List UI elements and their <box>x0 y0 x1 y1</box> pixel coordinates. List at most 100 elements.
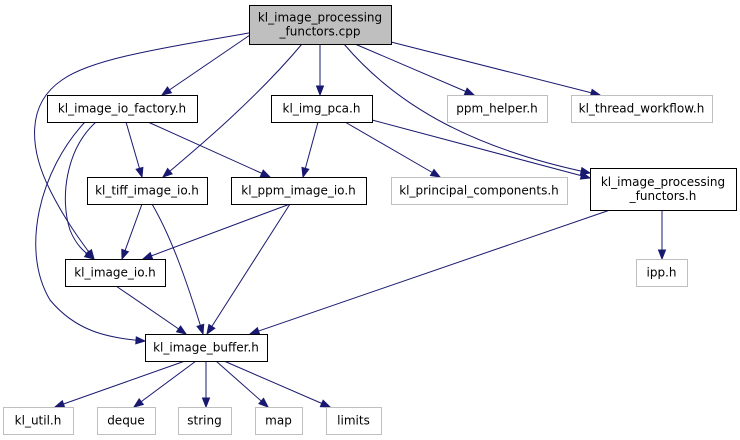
edge-io_factory-to-image_io <box>64 121 97 260</box>
node-string: string <box>178 407 232 435</box>
node-layer: kl_image_processing_functors.cppkl_image… <box>3 5 737 435</box>
node-box <box>271 95 373 123</box>
edge-image_io-to-buffer <box>115 285 187 335</box>
arrowhead-proc_h-to-ipp <box>657 249 667 261</box>
node-label: map <box>265 414 292 428</box>
arrowhead-root-to-io_factory <box>160 86 173 96</box>
node-label: deque <box>107 414 145 428</box>
edge-io_factory-to-buffer <box>35 121 146 342</box>
edge-io_factory-to-ppm_io <box>147 121 271 178</box>
edge-buffer-to-deque <box>133 360 197 408</box>
node-root[interactable]: kl_image_processing_functors.cpp <box>249 5 392 45</box>
arrowhead-img_pca-to-ppm_io <box>301 166 310 179</box>
node-box <box>97 407 156 435</box>
node-label: kl_principal_components.h <box>399 184 559 198</box>
node-deque: deque <box>97 407 156 435</box>
arrowhead-proc_h-to-buffer <box>248 326 261 335</box>
node-box <box>178 407 232 435</box>
node-box <box>590 168 737 211</box>
node-box <box>145 334 268 362</box>
arrowhead-img_pca-to-princ_comp <box>429 168 442 178</box>
node-box <box>47 95 198 123</box>
arrowhead-buffer-to-deque <box>132 397 145 408</box>
node-box <box>571 95 713 123</box>
arrowhead-image_io-to-buffer <box>175 325 188 335</box>
node-box <box>249 5 392 45</box>
edge-tiff_io-to-buffer <box>151 203 204 335</box>
node-box <box>326 407 382 435</box>
node-img_pca[interactable]: kl_img_pca.h <box>271 95 373 123</box>
node-box <box>447 95 548 123</box>
arrowhead-buffer-to-util <box>53 399 66 408</box>
node-ppm_helper: ppm_helper.h <box>447 95 548 123</box>
node-label: _functors.cpp <box>279 25 361 39</box>
node-label: kl_image_io_factory.h <box>58 102 186 116</box>
node-thread_wf: kl_thread_workflow.h <box>571 95 713 123</box>
node-label: kl_image_processing <box>258 11 382 25</box>
edge-img_pca-to-proc_h <box>371 119 591 179</box>
node-label: limits <box>337 414 370 428</box>
arrowhead-root-to-ppm_helper <box>463 87 476 96</box>
edge-layer <box>34 32 667 409</box>
node-box <box>255 407 303 435</box>
node-label: ppm_helper.h <box>456 102 538 116</box>
arrowhead-io_factory-to-tiff_io <box>135 166 144 179</box>
edge-buffer-to-util <box>54 360 186 408</box>
node-map: map <box>255 407 303 435</box>
edge-proc_h-to-buffer <box>249 209 611 335</box>
edge-root-to-proc_h <box>343 43 591 174</box>
arrowhead-root-to-img_pca <box>315 85 325 97</box>
node-princ_comp: kl_principal_components.h <box>391 177 568 205</box>
node-label: kl_util.h <box>15 414 62 428</box>
node-limits: limits <box>326 407 382 435</box>
edge-io_factory-to-tiff_io <box>125 121 143 178</box>
arrowhead-buffer-to-string <box>201 397 211 409</box>
node-label: _functors.h <box>629 189 697 203</box>
node-label: kl_image_io.h <box>74 266 156 280</box>
node-buffer[interactable]: kl_image_buffer.h <box>145 334 268 362</box>
arrowhead-root-to-tiff_io <box>161 167 173 178</box>
node-label: kl_image_processing <box>601 175 725 189</box>
arrowhead-tiff_io-to-buffer <box>196 323 205 336</box>
node-proc_h[interactable]: kl_image_processing_functors.h <box>590 168 737 211</box>
node-label: kl_tiff_image_io.h <box>95 184 199 198</box>
node-tiff_io[interactable]: kl_tiff_image_io.h <box>87 177 208 205</box>
node-io_factory[interactable]: kl_image_io_factory.h <box>47 95 198 123</box>
arrowhead-io_factory-to-image_io <box>83 250 96 260</box>
node-label: ipp.h <box>647 266 677 280</box>
edge-tiff_io-to-image_io <box>121 203 143 260</box>
edge-root-to-io_factory <box>161 34 251 96</box>
node-box <box>391 177 568 205</box>
arrowhead-io_factory-to-ppm_io <box>259 169 272 178</box>
node-label: kl_ppm_image_io.h <box>241 184 355 198</box>
edge-root-to-tiff_io <box>162 43 303 178</box>
arrowhead-buffer-to-limits <box>319 399 332 408</box>
arrowhead-ppm_io-to-buffer <box>206 323 216 336</box>
node-ipp: ipp.h <box>636 259 688 287</box>
edge-ppm_io-to-buffer <box>206 203 291 335</box>
node-label: kl_image_buffer.h <box>153 341 259 355</box>
node-label: string <box>187 414 221 428</box>
node-label: kl_img_pca.h <box>283 102 361 116</box>
arrowhead-img_pca-to-proc_h <box>579 171 592 180</box>
node-image_io[interactable]: kl_image_io.h <box>65 259 166 287</box>
node-ppm_io[interactable]: kl_ppm_image_io.h <box>231 177 367 205</box>
edge-root-to-thread_wf <box>390 41 601 96</box>
arrowhead-io_factory-to-buffer <box>135 336 147 345</box>
arrowhead-buffer-to-map <box>258 397 270 408</box>
edge-img_pca-to-ppm_io <box>302 121 319 178</box>
edge-root-to-ppm_helper <box>354 43 475 96</box>
node-box <box>636 259 688 287</box>
edge-img_pca-to-princ_comp <box>344 121 441 178</box>
node-label: kl_thread_workflow.h <box>579 102 705 116</box>
node-box <box>3 407 74 435</box>
node-util: kl_util.h <box>3 407 74 435</box>
edge-ppm_io-to-image_io <box>142 203 291 260</box>
edge-buffer-to-map <box>215 360 269 408</box>
node-box <box>65 259 166 287</box>
node-box <box>87 177 208 205</box>
arrowhead-tiff_io-to-image_io <box>121 248 130 261</box>
edge-buffer-to-limits <box>223 360 331 408</box>
arrowhead-ppm_io-to-image_io <box>141 251 154 260</box>
